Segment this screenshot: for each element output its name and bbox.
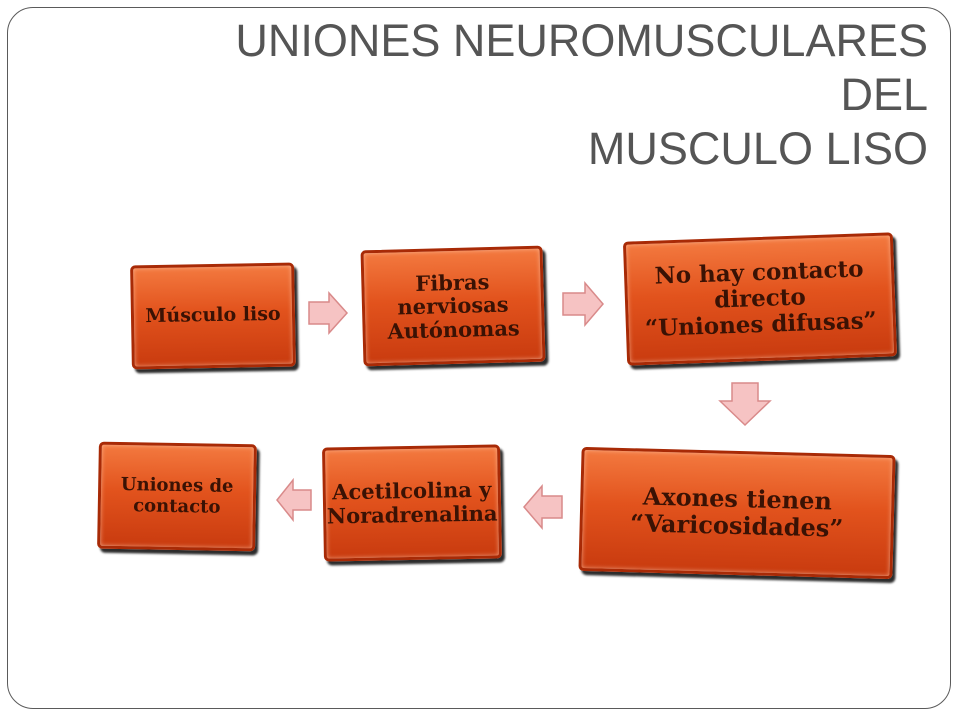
arrow-right-icon-1 <box>308 291 349 335</box>
slide-title-line-1: UNIONES NEUROMUSCULARES DEL <box>235 15 928 120</box>
slide-title-line-2: MUSCULO LISO <box>587 123 928 174</box>
arrow-down-icon <box>718 382 772 427</box>
node-uniones-contacto: Uniones de contacto <box>97 441 257 552</box>
node-musculo-liso: Músculo liso <box>130 262 296 370</box>
node-no-contacto: No hay contacto directo “Uniones difusas… <box>622 232 898 366</box>
node-fibras-nerviosas: Fibras nerviosas Autónomas <box>360 245 546 367</box>
arrow-right-icon-2 <box>562 281 604 327</box>
slide-frame <box>7 7 951 709</box>
node-axones: Axones tienen “Varicosidades” <box>578 446 896 580</box>
slide-title: UNIONES NEUROMUSCULARES DEL MUSCULO LISO <box>168 14 928 176</box>
arrow-left-icon-2 <box>276 478 312 522</box>
node-acetilcolina: Acetilcolina y Noradrenalina <box>322 444 502 562</box>
arrow-left-icon-1 <box>523 484 563 530</box>
